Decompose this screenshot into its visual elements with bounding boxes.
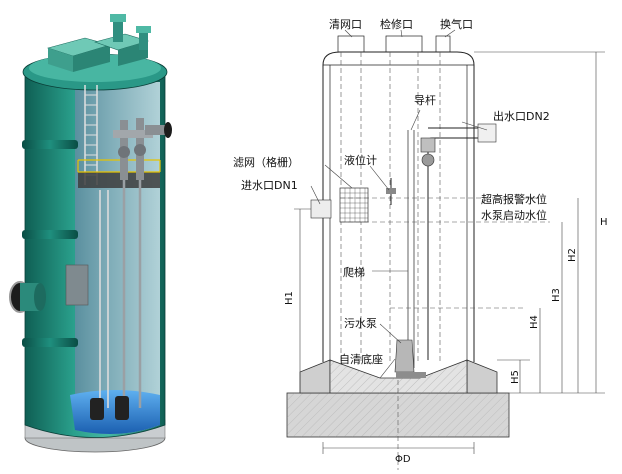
- dim-label-H4: H4: [529, 315, 540, 329]
- label-filter-screen: 滤网（格栅）: [233, 155, 299, 169]
- inspection-port-box: [385, 35, 423, 53]
- vent-port-box: [435, 35, 451, 53]
- dim-label-D: ΦD: [395, 454, 411, 465]
- label-ladder: 爬梯: [343, 266, 365, 279]
- dim-label-H3: H3: [551, 288, 562, 302]
- filter-screen-box: [339, 187, 369, 223]
- tank-3d-illustration: [9, 14, 172, 453]
- label-vent-port: 换气口: [440, 17, 473, 31]
- label-level-gauge: 液位计: [344, 153, 377, 167]
- dim-label-H: H: [600, 217, 608, 228]
- label-outlet: 出水口DN2: [493, 109, 550, 123]
- label-pump-start-level: 水泵启动水位: [481, 208, 547, 222]
- inlet-pipe: [310, 199, 332, 219]
- dim-label-H1: H1: [284, 291, 295, 305]
- dim-label-H2: H2: [567, 248, 578, 262]
- label-inspection-port: 检修口: [380, 17, 413, 31]
- label-guide-rod: 导杆: [414, 93, 436, 107]
- section-drawing: [286, 29, 605, 470]
- label-alarm-level: 超高报警水位: [481, 192, 547, 206]
- screen-inlet-port: [337, 35, 365, 53]
- base-wedge-left: [299, 359, 331, 394]
- label-inlet: 进水口DN1: [241, 179, 298, 192]
- labels: 清网口 检修口 换气口 导杆 出水口DN2 滤网（格栅） 液位计 进水口DN1 …: [233, 17, 608, 465]
- label-screen-inlet: 清网口: [329, 18, 362, 31]
- sewage-pump-body: [394, 339, 415, 373]
- dim-label-H5: H5: [510, 370, 521, 384]
- label-sewage-pump: 污水泵: [344, 317, 377, 330]
- label-self-clean-base: 自清底座: [339, 352, 383, 366]
- base-wedge-right: [466, 359, 498, 394]
